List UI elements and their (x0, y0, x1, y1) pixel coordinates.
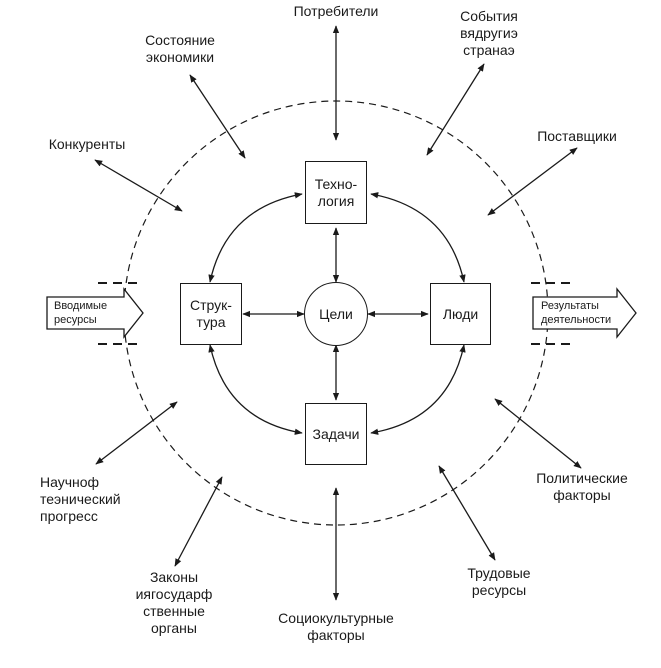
link-economy (189, 74, 246, 159)
arc-technology-people (370, 192, 466, 283)
link-labor (438, 465, 496, 561)
output-label: Результаты деятельности (541, 300, 612, 326)
goals-circle: Цели (304, 282, 368, 346)
factor-laws: Законы иягосударф ственные органы (135, 569, 213, 636)
link-science (95, 401, 178, 465)
factor-competitors: Конкуренты (48, 136, 126, 152)
factor-consumers: Потребители (293, 3, 379, 19)
box-people: Люди (430, 283, 491, 345)
input-label: Вводимые ресурсы (54, 300, 108, 326)
arc-people-tasks (370, 344, 466, 435)
link-suppliers (487, 147, 578, 216)
input-arrow-shape (46, 287, 144, 339)
output-arrow-shape (532, 287, 637, 339)
internal-links (208, 192, 466, 435)
box-technology: Техно- логия (305, 161, 367, 224)
factor-sociocultural: Социокультурные факторы (278, 610, 394, 643)
external-links (94, 25, 582, 601)
boundary-gap-marks (98, 282, 575, 345)
factor-science: Научноф теэнический прогресс (40, 474, 121, 524)
factor-labor: Трудовые ресурсы (467, 565, 531, 598)
link-laws (174, 476, 223, 567)
arc-technology-structure (208, 192, 303, 283)
box-tasks: Задачи (305, 403, 367, 465)
factor-economy: Состояние экономики (145, 32, 215, 65)
box-structure: Струк- тура (180, 283, 242, 345)
link-events (426, 63, 485, 156)
factor-suppliers: Поставщики (537, 128, 617, 144)
factor-political: Политические факторы (536, 470, 628, 503)
factor-events: События вядругиэ странаэ (460, 8, 518, 58)
link-political (494, 398, 582, 469)
arc-structure-tasks (208, 344, 303, 435)
link-competitors (94, 159, 183, 212)
